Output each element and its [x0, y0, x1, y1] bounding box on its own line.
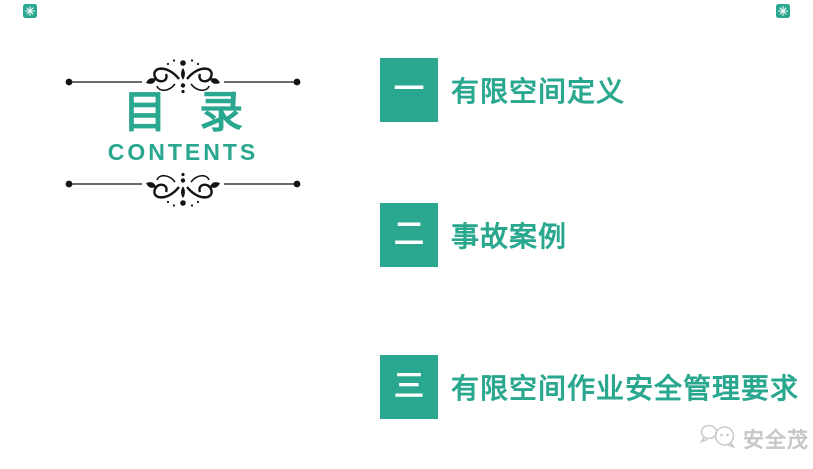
- brand-name: 安全茂: [743, 428, 809, 452]
- item-number-square: 三: [380, 355, 438, 419]
- item-number-square: 一: [380, 58, 438, 122]
- item-number: 二: [394, 218, 424, 251]
- item-label: 有限空间作业安全管理要求: [451, 373, 800, 404]
- item-label: 事故案例: [451, 221, 568, 252]
- toc-item-1[interactable]: 一 有限空间定义: [380, 58, 625, 122]
- toc-item-2[interactable]: 二 事故案例: [380, 203, 567, 267]
- page-title: 目 录: [122, 88, 254, 137]
- ornament-divider-bottom-icon: [64, 167, 302, 211]
- brand-watermark: 安全茂: [699, 422, 809, 455]
- item-number: 一: [394, 73, 424, 106]
- firework-icon: [776, 4, 790, 18]
- item-number: 三: [394, 370, 424, 403]
- firework-icon: [23, 4, 37, 18]
- toc-item-3[interactable]: 三 有限空间作业安全管理要求: [380, 355, 799, 419]
- item-number-square: 二: [380, 203, 438, 267]
- page-subtitle: CONTENTS: [107, 139, 259, 165]
- chat-bubbles-icon: [699, 422, 737, 455]
- item-label: 有限空间定义: [451, 76, 626, 107]
- ornament-divider-top-icon: [64, 55, 302, 99]
